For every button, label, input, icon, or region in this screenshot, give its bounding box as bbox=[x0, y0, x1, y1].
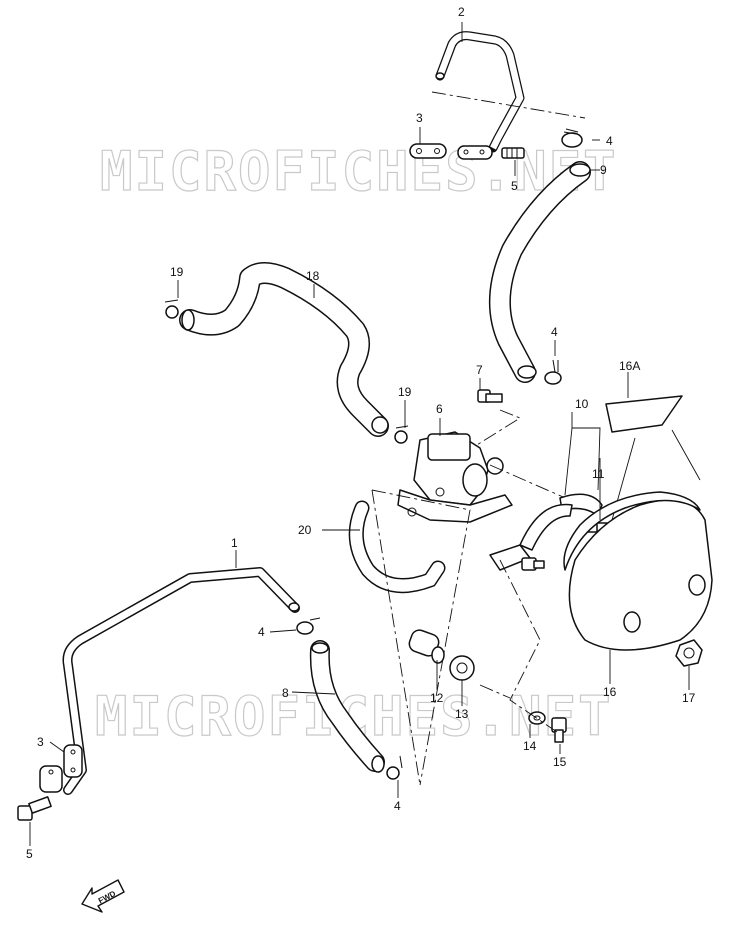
part-bolt-mid bbox=[521, 557, 545, 571]
part-18-hose bbox=[179, 262, 389, 437]
callout-5-top: 5 bbox=[511, 179, 518, 193]
part-8-hose bbox=[309, 640, 385, 773]
part-16-cover bbox=[563, 491, 713, 651]
callout-17: 17 bbox=[682, 691, 696, 705]
callout-5-bottom: 5 bbox=[26, 847, 33, 861]
part-13-grommet bbox=[449, 655, 475, 681]
callouts: 2 3 4 5 9 18 19 4 16A 7 19 6 10 11 20 1 … bbox=[26, 5, 696, 861]
part-4-clip-lower bbox=[296, 617, 321, 635]
callout-3-bottom: 3 bbox=[37, 735, 44, 749]
part-9-hose bbox=[489, 161, 591, 383]
part-7-bolt bbox=[477, 389, 503, 403]
callout-4-mid: 4 bbox=[551, 325, 558, 339]
callout-4-top: 4 bbox=[606, 134, 613, 148]
part-16a-pad bbox=[605, 395, 683, 433]
callout-2: 2 bbox=[458, 5, 465, 19]
callout-18: 18 bbox=[306, 269, 320, 283]
part-19-clip-left bbox=[164, 299, 179, 319]
part-7-guide bbox=[471, 409, 521, 449]
callout-9: 9 bbox=[600, 163, 607, 177]
leader-lines bbox=[29, 22, 690, 846]
callout-20: 20 bbox=[298, 523, 312, 537]
callout-11: 11 bbox=[592, 467, 605, 481]
callout-19-right: 19 bbox=[398, 385, 412, 399]
part-4-clip-bottom bbox=[386, 755, 403, 780]
callout-16: 16 bbox=[603, 685, 617, 699]
part-1-pipe bbox=[62, 567, 300, 795]
callout-8: 8 bbox=[282, 686, 289, 700]
part-2-hose bbox=[435, 31, 525, 153]
callout-10: 10 bbox=[575, 397, 589, 411]
part-4-clip-top bbox=[561, 128, 583, 148]
frame-lines-center bbox=[371, 489, 471, 786]
frame-lines-lower bbox=[479, 559, 558, 733]
callout-6: 6 bbox=[436, 402, 443, 416]
part-16a-lead bbox=[671, 429, 701, 481]
callout-19-left: 19 bbox=[170, 265, 184, 279]
callout-4-bottom: 4 bbox=[394, 799, 401, 813]
part-20-hose bbox=[348, 500, 446, 594]
callout-3-top: 3 bbox=[416, 111, 423, 125]
part-12-collar bbox=[408, 629, 445, 664]
part-19-clip-right bbox=[394, 425, 409, 444]
frame-line-valve bbox=[489, 464, 571, 501]
callout-16a: 16A bbox=[619, 359, 640, 373]
callout-7: 7 bbox=[476, 363, 483, 377]
fwd-arrow: FWD bbox=[81, 879, 125, 913]
callout-14: 14 bbox=[523, 739, 537, 753]
callout-15: 15 bbox=[553, 755, 567, 769]
part-17-nut bbox=[675, 639, 703, 667]
part-2-frame-line bbox=[431, 91, 586, 119]
part-4-clip-mid bbox=[544, 359, 562, 385]
part-5-bolt-top bbox=[501, 147, 525, 159]
callout-1: 1 bbox=[231, 536, 238, 550]
part-6-valve bbox=[397, 431, 513, 523]
part-5-bolt-bottom bbox=[17, 796, 52, 821]
callout-4-lower: 4 bbox=[258, 625, 265, 639]
part-15-bolt bbox=[551, 717, 567, 743]
watermark-top: MICROFICHES.NET bbox=[100, 140, 618, 203]
part-3-gasket-top bbox=[409, 143, 493, 160]
callout-13: 13 bbox=[455, 707, 469, 721]
callout-12: 12 bbox=[430, 691, 444, 705]
part-3-gasket-bottom bbox=[39, 744, 83, 793]
